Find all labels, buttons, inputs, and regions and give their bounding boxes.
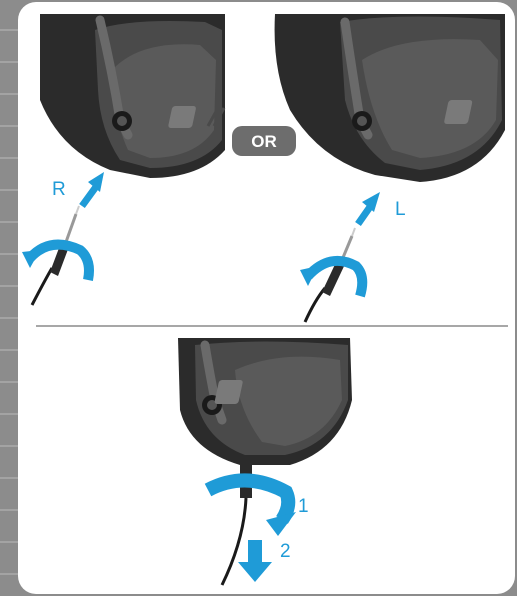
step-2-label: 2	[280, 541, 291, 562]
or-badge: OR	[228, 123, 300, 159]
label-right: R	[52, 179, 66, 200]
step-1-label: 1	[298, 496, 309, 517]
label-left: L	[395, 199, 406, 220]
or-label: OR	[251, 132, 277, 151]
